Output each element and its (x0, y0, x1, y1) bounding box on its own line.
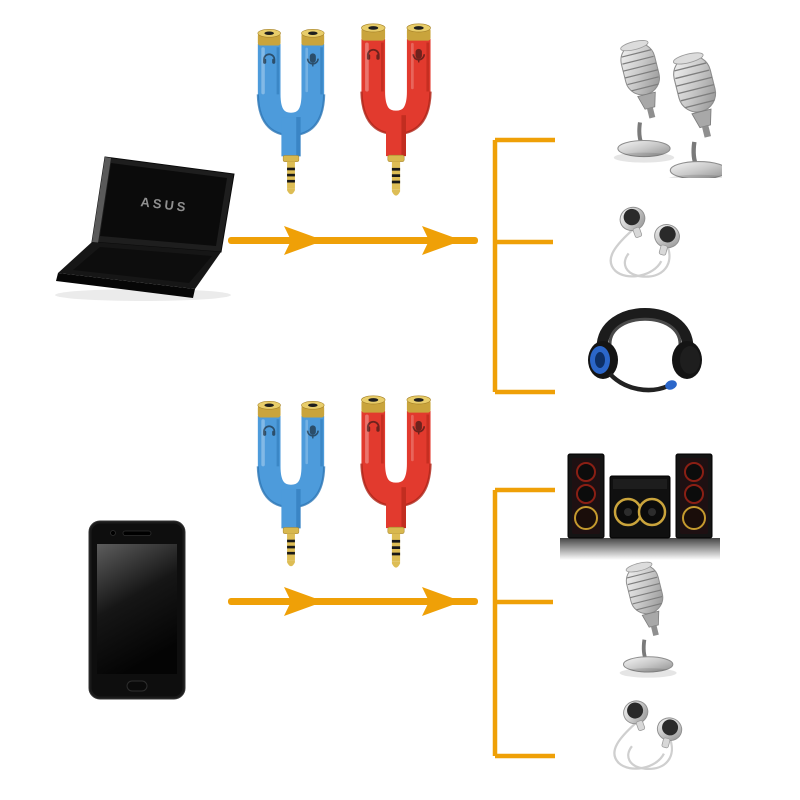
phone-camera (110, 530, 116, 536)
split-bracket-top (492, 137, 555, 395)
headset-band-cushion (608, 317, 682, 345)
earbuds-image-bottom (588, 686, 706, 780)
speaker-tower-left (567, 453, 605, 539)
microphone-image-bottom (596, 560, 696, 686)
headset-image (588, 308, 702, 393)
speaker-center-unit (609, 475, 671, 539)
microphones-image-top (572, 36, 722, 178)
speakers-image (560, 453, 720, 560)
splitter-red-bottom (346, 380, 446, 588)
headset-band (596, 308, 694, 349)
speaker-tower-right (675, 453, 713, 539)
phone-home-button (126, 680, 148, 692)
laptop-brand-label: ASUS (140, 194, 190, 215)
arrow-shape-top (228, 226, 478, 255)
splitter-blue-bottom (243, 386, 339, 586)
split-bracket-bottom (492, 487, 555, 759)
flow-arrow-bottom (226, 584, 480, 618)
headset-mic-boom (608, 372, 669, 393)
bracket-lines-bottom (492, 487, 555, 759)
phone-earpiece (122, 530, 152, 536)
earbuds-image-top (584, 192, 704, 288)
speaker-floor-reflection (560, 538, 720, 560)
laptop-lid-inner (100, 163, 227, 246)
smartphone-image (88, 520, 186, 700)
laptop-image: ASUS (55, 156, 235, 301)
laptop-lid-edge-highlight (92, 157, 111, 243)
flow-arrow-top (226, 223, 480, 257)
headset-mic-tip (665, 380, 677, 390)
laptop-front-edge (56, 273, 195, 298)
phone-screen (97, 544, 177, 674)
laptop-keyboard (73, 247, 212, 283)
bracket-lines-top (492, 137, 555, 395)
splitter-red-top (346, 8, 446, 216)
headset-right-cup (672, 341, 702, 379)
headset-left-cup (588, 341, 618, 379)
arrow-shape-bottom (228, 587, 478, 616)
